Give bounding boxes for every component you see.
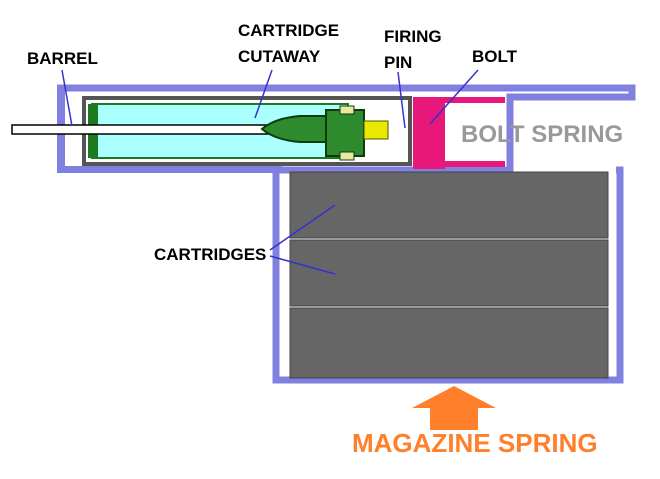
label-bolt: BOLT — [472, 47, 518, 66]
label-cartridge-cutaway-line2: CUTAWAY — [238, 47, 321, 66]
receiver-floor-left — [57, 166, 282, 173]
barrel — [11, 124, 303, 135]
cartridge-base-detail — [339, 105, 355, 115]
label-magazine-spring: MAGAZINE SPRING — [352, 428, 598, 458]
leader-barrel — [61, 69, 73, 127]
bolt — [413, 97, 445, 169]
magazine-cartridge — [289, 307, 609, 379]
magazine-cartridge — [289, 239, 609, 307]
cartridge-base-detail-lower — [339, 151, 355, 161]
leader-cartridges-top — [269, 204, 336, 251]
label-cartridge-cutaway-line1: CARTRIDGE — [238, 21, 339, 40]
leader-bolt — [429, 69, 479, 125]
leader-cartridges-bottom — [269, 255, 336, 275]
bolt-bottom-flange — [445, 161, 505, 167]
label-firing-pin-line2: PIN — [384, 53, 412, 72]
bolt-top-flange — [445, 97, 505, 103]
firing-pin — [363, 120, 389, 140]
receiver-frame — [57, 84, 636, 384]
label-barrel: BARREL — [27, 49, 98, 68]
magazine-cartridge — [289, 171, 609, 239]
leader-firing-pin — [397, 71, 406, 129]
label-firing-pin-line1: FIRING — [384, 27, 442, 46]
cartridge-base — [325, 109, 365, 157]
leader-cartridge-cutaway — [254, 69, 273, 119]
magazine-spring-arrow — [412, 386, 496, 430]
label-bolt-spring: BOLT SPRING — [461, 121, 623, 148]
label-cartridges: CARTRIDGES — [154, 245, 266, 264]
